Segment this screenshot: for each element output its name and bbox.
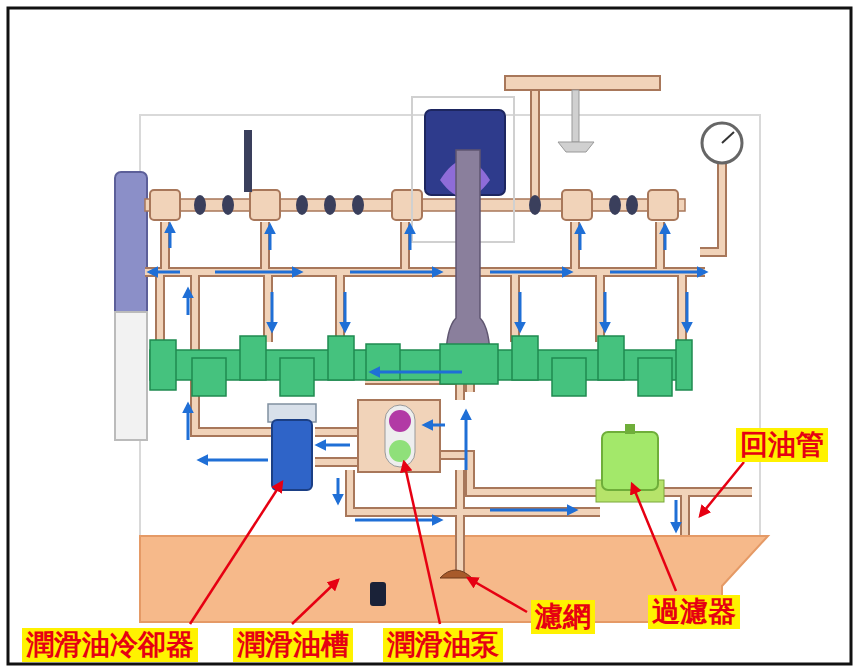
flow-arrow	[150, 225, 705, 530]
oil-filter	[602, 432, 658, 490]
label-text: 潤滑油冷卻器	[26, 629, 194, 661]
timing-cover	[115, 312, 147, 440]
valve-stem	[572, 90, 579, 142]
rocker-shaft	[505, 76, 660, 90]
label-text: 潤滑油泵	[387, 629, 499, 661]
oil-pipe	[145, 88, 752, 572]
label-text: 潤滑油槽	[237, 629, 349, 661]
label-text: 濾網	[535, 601, 591, 633]
part-label: 回油管	[736, 428, 828, 462]
strainer	[440, 570, 472, 578]
camshaft	[145, 130, 685, 220]
frame	[8, 8, 851, 664]
engine-block	[140, 115, 760, 540]
part-label: 潤滑油泵	[383, 628, 503, 662]
timing-gear	[115, 172, 147, 317]
pump-gear	[389, 440, 411, 462]
filter-cap	[625, 424, 635, 434]
part-label: 過濾器	[648, 595, 740, 629]
drive-shaft	[446, 150, 491, 376]
crankshaft	[150, 336, 692, 396]
part-label: 潤滑油槽	[233, 628, 353, 662]
gauge-needle	[722, 132, 734, 143]
pump-housing	[358, 400, 440, 472]
label-text: 過濾器	[652, 596, 736, 628]
pump-body	[385, 405, 415, 467]
oil-cooler	[272, 420, 312, 490]
drain-plug	[370, 582, 386, 606]
part-label: 濾網	[531, 600, 595, 634]
pressure-gauge	[702, 123, 742, 163]
part-label: 潤滑油冷卻器	[22, 628, 198, 662]
label-text: 回油管	[740, 429, 824, 461]
pump-gear	[389, 410, 411, 432]
valve-head	[558, 142, 594, 152]
oil-pipe	[145, 88, 752, 572]
